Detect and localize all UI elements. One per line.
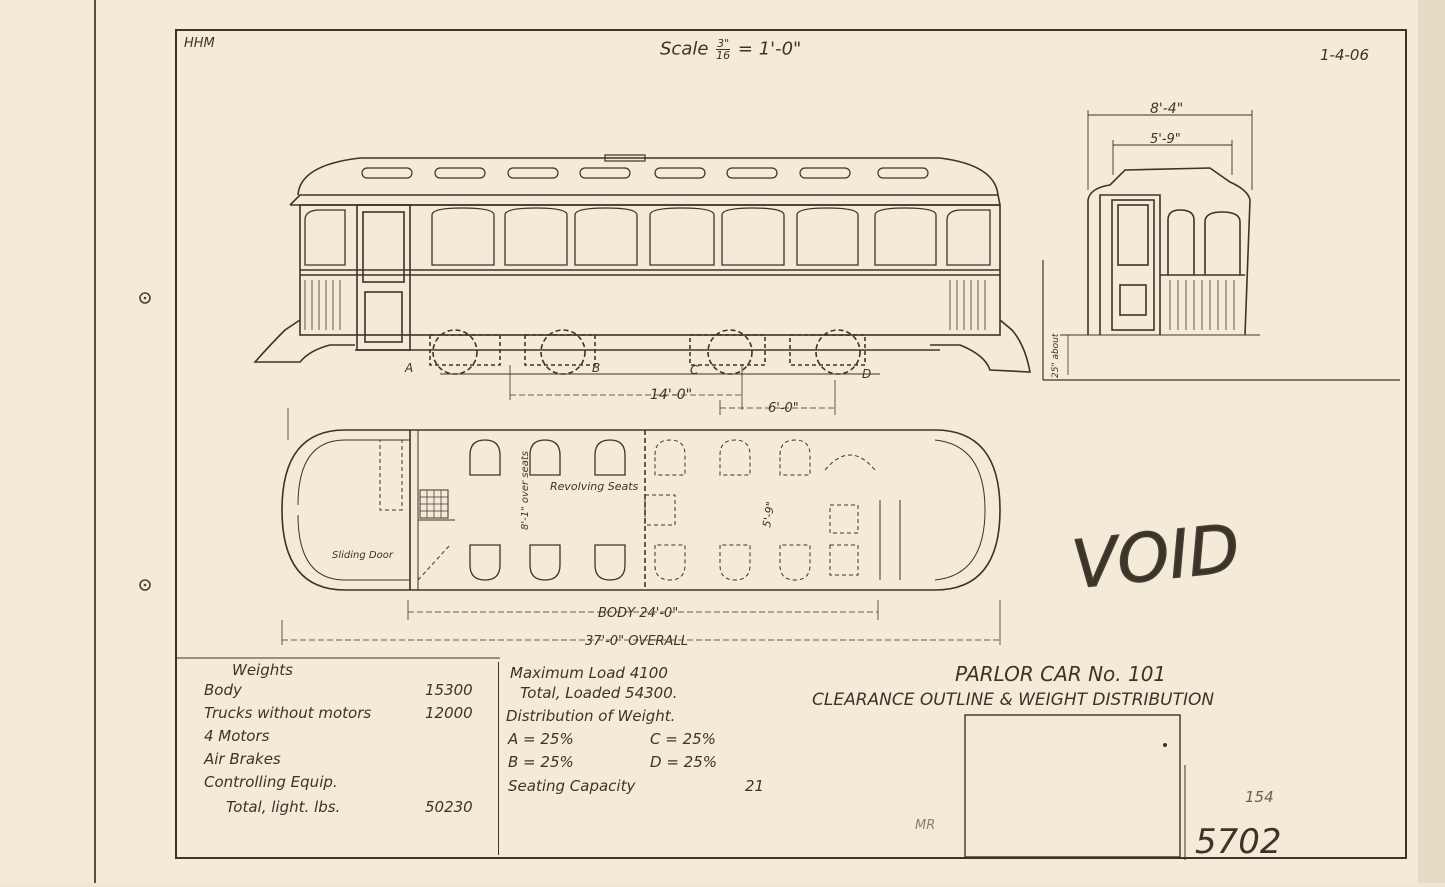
dim-wheelbase: 6'-0"	[768, 401, 799, 416]
distribution-b: B = 25%	[508, 753, 574, 771]
drawing-subtitle: CLEARANCE OUTLINE & WEIGHT DISTRIBUTION	[812, 690, 1215, 710]
over-seats-dim: 8'-1" over seats	[520, 451, 531, 530]
distribution-a: A = 25%	[508, 730, 574, 748]
weight-label-body: Body	[204, 681, 242, 699]
weight-label-controlling: Controlling Equip.	[204, 773, 338, 791]
scale-label: Scale 3" 16 = 1'-0"	[660, 38, 801, 61]
total-loaded: Total, Loaded 54300.	[520, 684, 678, 702]
truck-label-d: D	[862, 367, 871, 381]
weight-value-trucks: 12000	[425, 704, 473, 722]
truck-label-c: C	[690, 363, 699, 377]
weight-label-trucks: Trucks without motors	[204, 704, 372, 722]
seating-label: Seating Capacity	[508, 777, 636, 795]
distribution-c: C = 25%	[650, 730, 716, 748]
dim-step-height: 25" about	[1051, 333, 1061, 378]
title-block	[964, 714, 1181, 858]
side-view	[253, 154, 1031, 415]
revolving-seats-label: Revolving Seats	[550, 480, 639, 493]
weight-value-total: 50230	[425, 798, 473, 816]
distribution-heading: Distribution of Weight.	[506, 707, 676, 725]
drawing-title: PARLOR CAR No. 101	[955, 662, 1167, 686]
drawing-number: 5702	[1195, 822, 1282, 862]
scale-rest: = 1'-0"	[737, 38, 802, 60]
dim-end-inner: 5'-9"	[1150, 132, 1181, 147]
distribution-d: D = 25%	[650, 753, 717, 771]
scale-denominator: 16	[716, 49, 731, 62]
dim-end-width: 8'-4"	[1150, 101, 1183, 117]
scale-fraction: 3" 16	[716, 37, 731, 62]
paper-edge	[1418, 0, 1445, 883]
end-view	[1060, 110, 1260, 375]
seating-value: 21	[745, 777, 765, 795]
dim-truck-centers: 14'-0"	[650, 387, 692, 403]
scale-word: Scale	[660, 38, 709, 60]
truck-label-a: A	[404, 361, 413, 375]
truck-label-b: B	[592, 361, 600, 375]
initials: HHM	[184, 36, 215, 51]
plan-view	[281, 408, 1001, 645]
scale-numerator: 3"	[716, 37, 731, 50]
sliding-door-label: Sliding Door	[332, 550, 394, 561]
overall-length-dim: 37'-0" OVERALL	[585, 634, 688, 649]
mr-initials: MR	[915, 818, 936, 833]
svg-text:VOID: VOID	[1069, 510, 1244, 604]
weights-heading: Weights	[232, 661, 293, 679]
weight-label-brakes: Air Brakes	[204, 750, 281, 768]
void-stamp: VOID	[1068, 509, 1244, 604]
drawing-date: 1-4-06	[1320, 46, 1369, 64]
sheet-number-154: 154	[1245, 788, 1274, 806]
weights-divider	[498, 662, 499, 855]
punch-hole-bottom	[139, 579, 151, 591]
punch-hole-top	[139, 292, 151, 304]
body-length-dim: BODY 24'-0"	[598, 606, 678, 621]
weight-label-total: Total, light. lbs.	[226, 798, 341, 816]
aisle-dim: 5'-9"	[760, 501, 777, 529]
weight-value-body: 15300	[425, 681, 473, 699]
max-load: Maximum Load 4100	[510, 664, 668, 682]
drawing-border	[175, 29, 1407, 859]
weight-label-motors: 4 Motors	[204, 727, 270, 745]
